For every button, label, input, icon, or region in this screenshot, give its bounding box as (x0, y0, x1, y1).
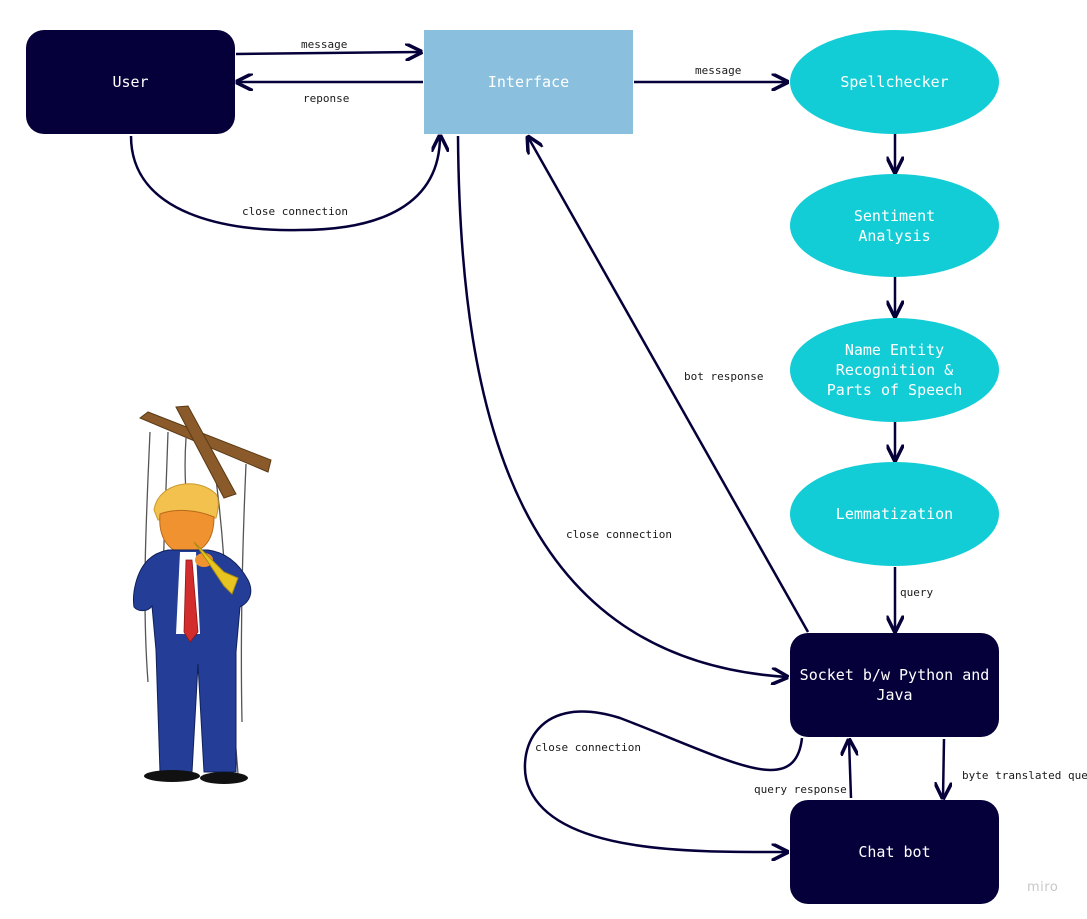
edge-label-query: query (900, 586, 934, 599)
node-interface-label: Interface (487, 73, 570, 91)
edge-label-user-message: message (301, 38, 348, 51)
puppet-illustration (133, 405, 272, 784)
edge-label-socket-close: close connection (535, 741, 641, 754)
node-spellchecker[interactable]: Spellchecker (790, 30, 999, 134)
node-ner-pos[interactable]: Name Entity Recognition & Parts of Speec… (790, 318, 999, 422)
edge-socket-to-interface (528, 137, 810, 633)
puppet-face (159, 509, 215, 555)
edge-interface-close (456, 135, 787, 677)
node-sentiment-label: Sentiment Analysis (853, 206, 936, 245)
edge-chatbot-to-socket (849, 740, 851, 799)
node-user[interactable]: User (26, 30, 235, 134)
puppet-control-bar (139, 405, 272, 499)
node-socket[interactable]: Socket b/w Python and Java (790, 633, 999, 737)
node-chatbot-label: Chat bot (858, 843, 931, 861)
node-chat-bot[interactable]: Chat bot (790, 800, 999, 904)
node-lemmatization[interactable]: Lemmatization (790, 462, 999, 566)
node-user-label: User (112, 73, 149, 91)
puppet-trumpet (193, 541, 239, 595)
edge-socket-to-chatbot (943, 738, 944, 798)
edge-socket-close (523, 710, 804, 853)
node-lemmatization-label: Lemmatization (835, 505, 954, 523)
miro-watermark: miro (1027, 880, 1059, 895)
edge-label-spell-message: message (695, 64, 742, 77)
node-ner-label: Name Entity Recognition & Parts of Speec… (826, 341, 963, 399)
edge-label-user-close: close connection (242, 205, 348, 218)
node-sentiment-analysis[interactable]: Sentiment Analysis (790, 174, 999, 277)
node-interface[interactable]: Interface (424, 30, 633, 134)
edge-label-query-response: query response (754, 783, 847, 796)
edge-label-interface-close: close connection (566, 528, 672, 541)
edge-label-bot-response: bot response (684, 370, 764, 383)
puppet-suit (133, 549, 252, 773)
edge-user-close (129, 136, 440, 232)
edge-label-reponse: reponse (303, 92, 350, 105)
node-socket-label: Socket b/w Python and Java (799, 666, 990, 704)
node-spellchecker-label: Spellchecker (840, 73, 949, 91)
edge-user-to-interface (235, 52, 421, 54)
puppet-tie (183, 559, 199, 643)
edge-label-byte-translated: byte translated query (962, 769, 1087, 782)
